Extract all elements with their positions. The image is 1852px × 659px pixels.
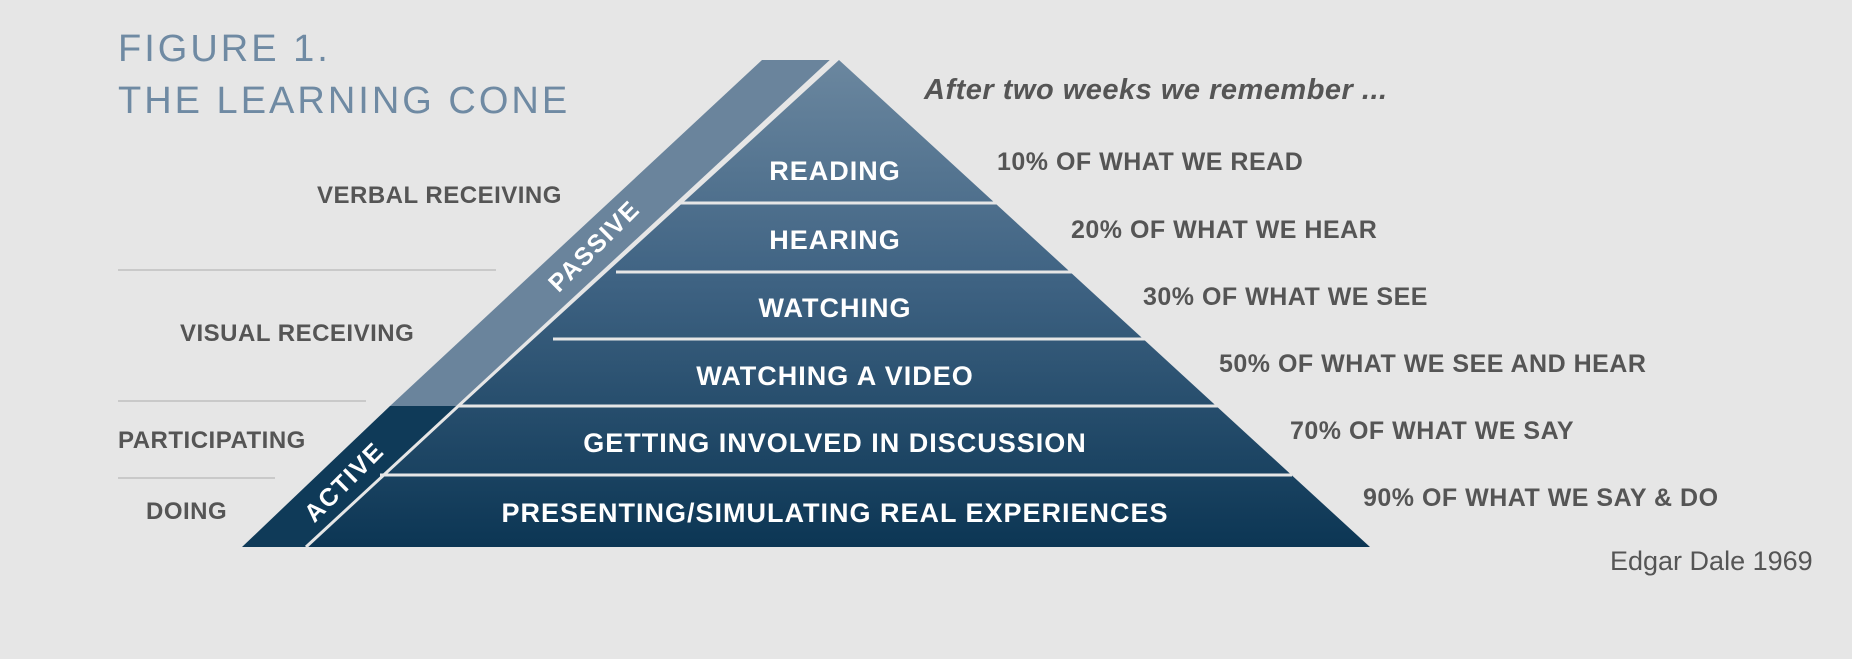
figure-number: FIGURE 1. [118,28,331,70]
retention-discussion: 70% OF WHAT WE SAY [1290,417,1575,445]
active-band [242,406,458,547]
category-verbal-receiving: VERBAL RECEIVING [317,182,562,209]
category-divider [118,477,275,479]
tier-discussion-label: GETTING INVOLVED IN DISCUSSION [583,428,1087,458]
category-visual-receiving: VISUAL RECEIVING [180,320,415,347]
category-divider [118,269,496,271]
retention-video: 50% OF WHAT WE SEE AND HEAR [1219,350,1647,378]
tier-reading-label: READING [769,156,901,186]
category-doing: DOING [146,498,228,525]
tier-separators [304,58,1292,549]
passive-band [390,60,832,406]
tier-watching-label: WATCHING [759,293,912,323]
tier-video-label: WATCHING A VIDEO [696,361,974,391]
retention-presenting: 90% OF WHAT WE SAY & DO [1363,484,1719,512]
tier-presenting-label: PRESENTING/SIMULATING REAL EXPERIENCES [501,498,1168,528]
category-participating: PARTICIPATING [118,427,306,454]
band-gap [304,58,834,549]
cone-body [306,60,1370,547]
header-note: After two weeks we remember ... [924,74,1388,106]
retention-watching: 30% OF WHAT WE SEE [1143,283,1428,311]
figure-title: THE LEARNING CONE [118,80,571,122]
source-credit: Edgar Dale 1969 [1610,546,1813,576]
retention-hearing: 20% OF WHAT WE HEAR [1071,216,1378,244]
category-divider [118,400,366,402]
retention-reading: 10% OF WHAT WE READ [997,148,1304,176]
tier-hearing-label: HEARING [769,225,901,255]
